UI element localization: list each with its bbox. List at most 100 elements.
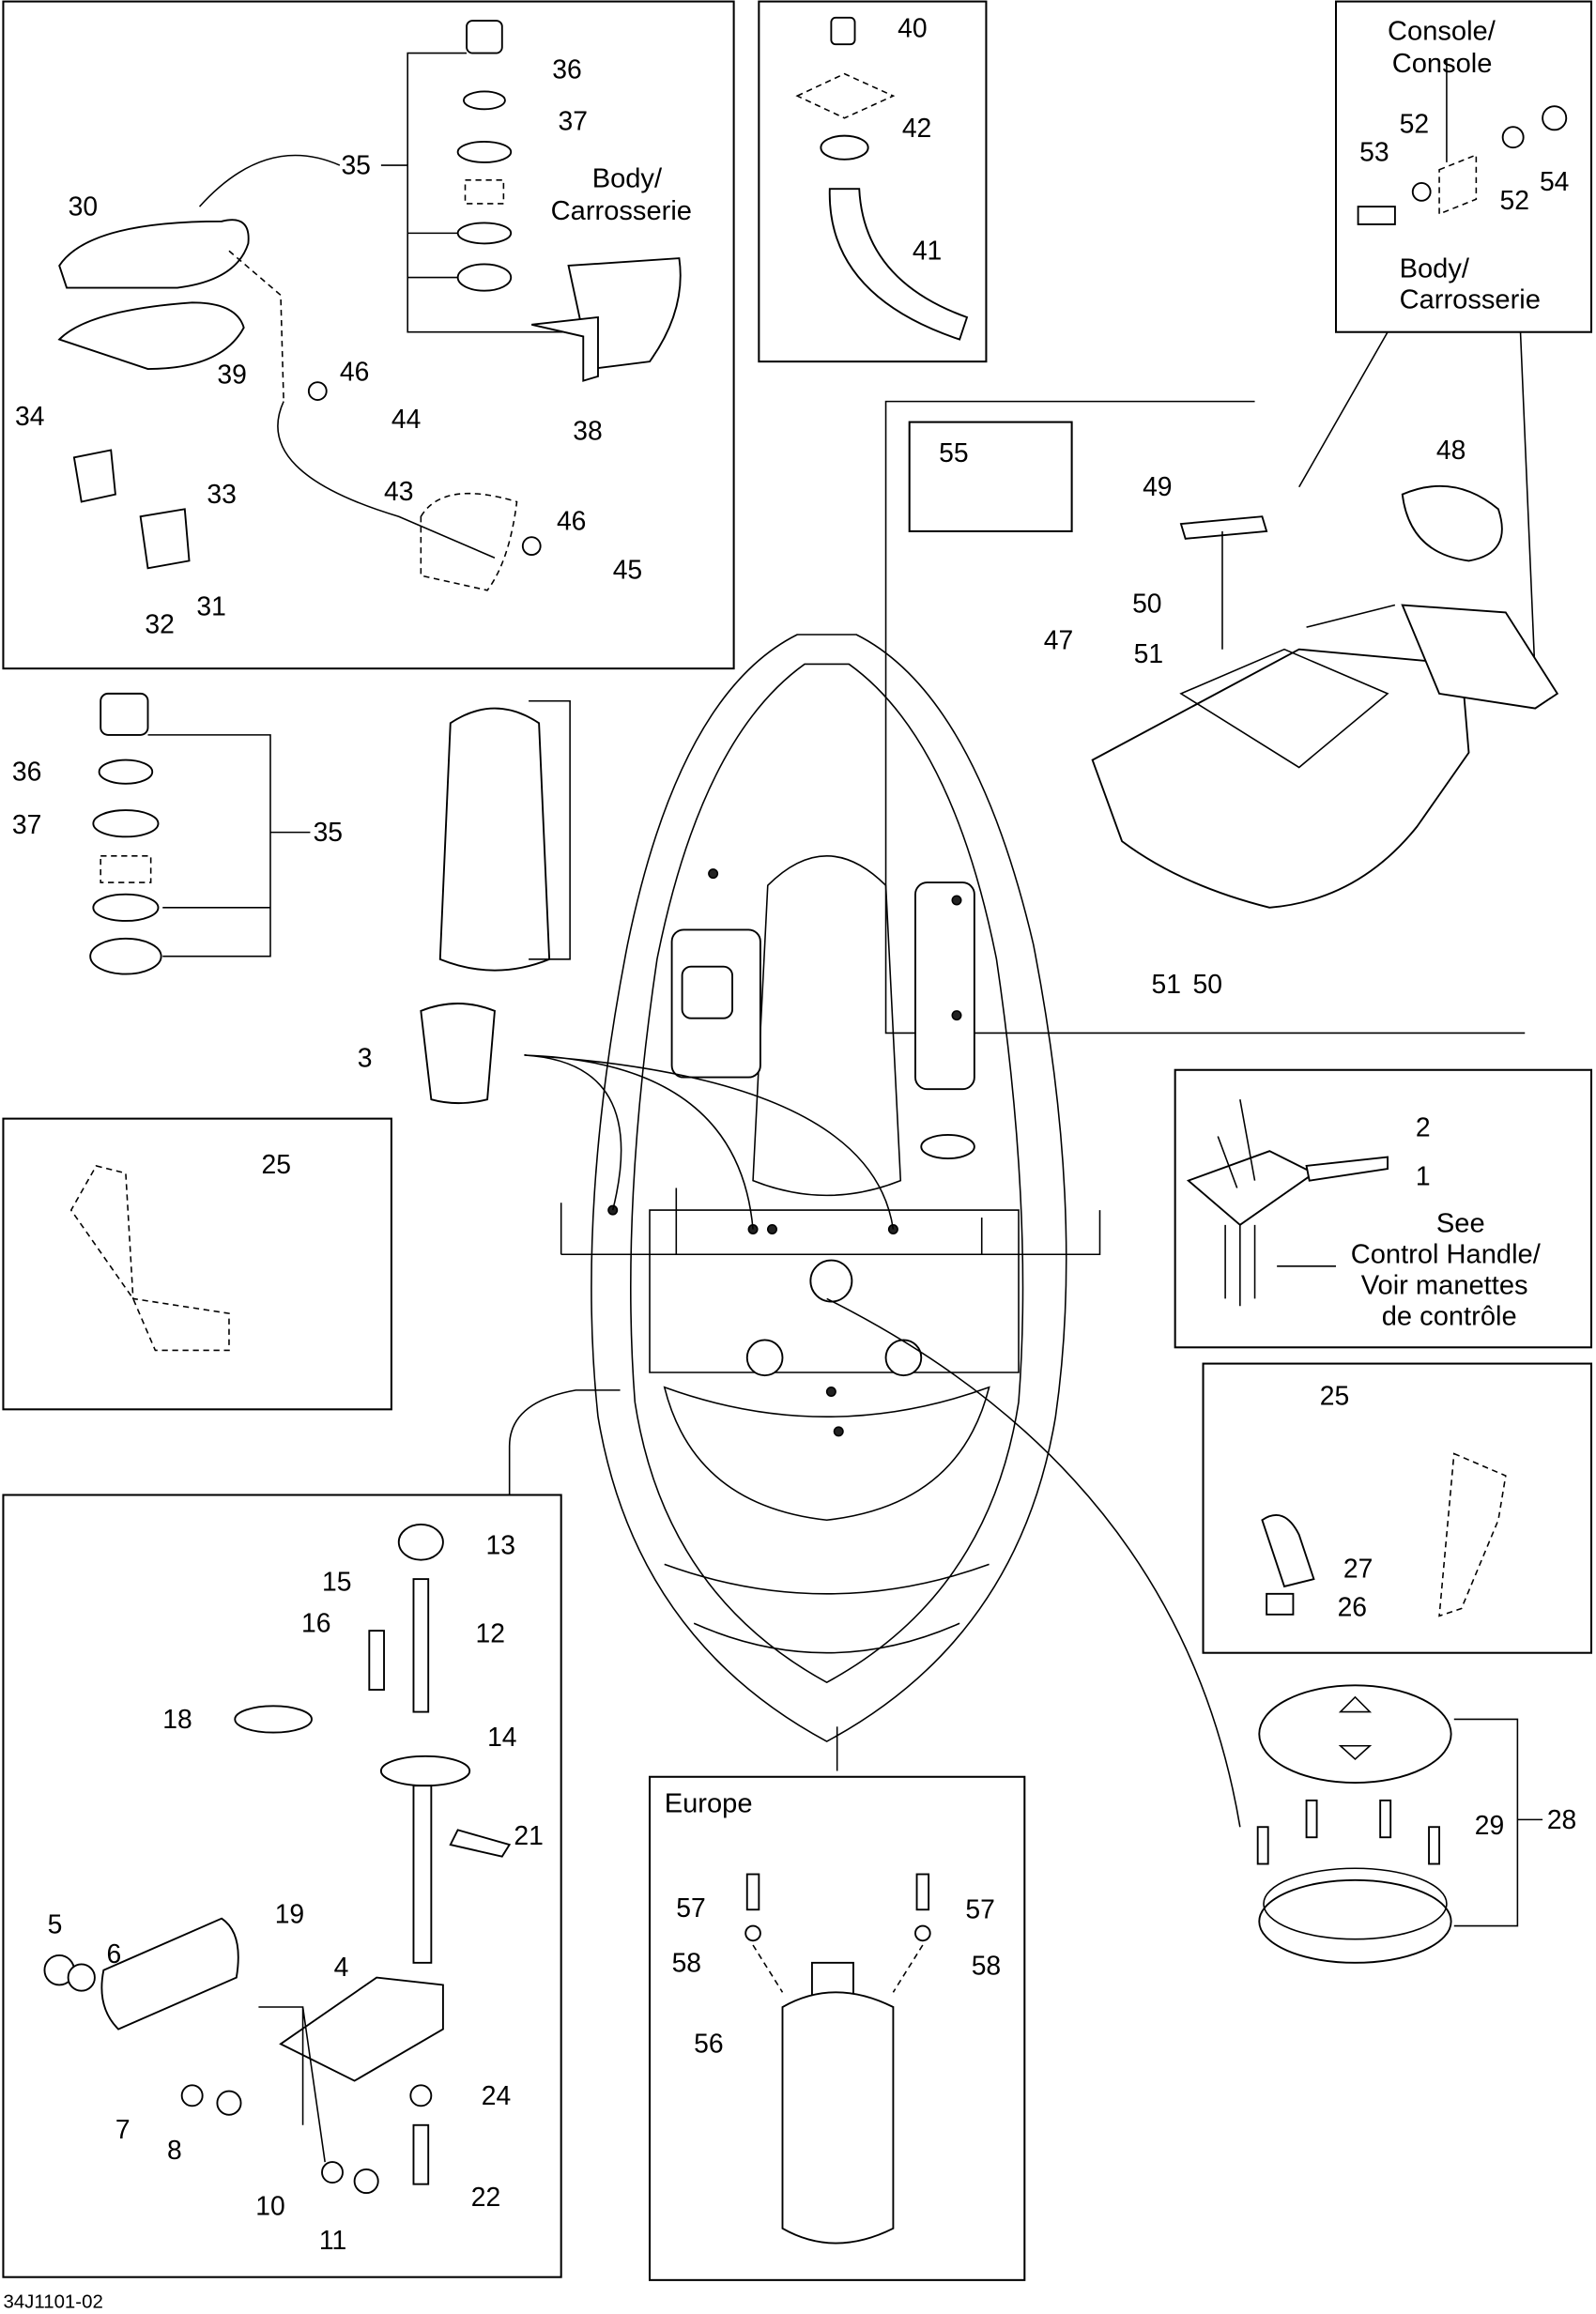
part-callout-number: 50 xyxy=(1132,588,1161,618)
part-callout-number: 3 xyxy=(358,1043,373,1073)
part-callout-number: 39 xyxy=(217,360,246,390)
left-bracket-box-frame xyxy=(2,1117,392,1411)
steering-box-frame xyxy=(2,1494,562,2278)
console-parts xyxy=(1298,58,1568,680)
diagram-text-label: Europe xyxy=(665,1788,753,1818)
part-callout-number: 34 xyxy=(15,401,44,431)
diagram-text-label: Control Handle/ xyxy=(1351,1240,1542,1270)
part-callout-number: 47 xyxy=(1044,625,1073,655)
part-callout-number: 36 xyxy=(12,757,41,787)
part-callout-number: 19 xyxy=(275,1898,304,1928)
part-callout-number: 43 xyxy=(384,476,413,506)
control-box-frame xyxy=(1174,1068,1593,1349)
part-callout-number: 38 xyxy=(573,415,602,445)
part-callout-number: 30 xyxy=(69,192,98,222)
part-callout-number: 57 xyxy=(965,1894,994,1924)
hose-box-frame xyxy=(758,0,988,363)
part-callout-number: 5 xyxy=(48,1908,63,1939)
part-callout-number: 46 xyxy=(340,357,369,387)
part-callout-number: 55 xyxy=(939,437,968,467)
part-callout-number: 52 xyxy=(1400,108,1429,138)
part55-box-frame xyxy=(908,421,1073,532)
part-callout-number: 54 xyxy=(1540,166,1569,196)
part-callout-number: 58 xyxy=(972,1950,1001,1980)
storage-parts xyxy=(89,692,571,1105)
part-callout-number: 29 xyxy=(1475,1810,1504,1840)
part-callout-number: 56 xyxy=(694,2029,723,2059)
diagram-text-label: Body/ xyxy=(1400,254,1470,284)
part-callout-number: 33 xyxy=(207,479,236,509)
part-callout-number: 57 xyxy=(676,1893,705,1923)
part-callout-number: 37 xyxy=(12,809,41,839)
europe-parts xyxy=(744,1726,931,2245)
part-callout-number: 51 xyxy=(1152,969,1181,999)
part-callout-number: 31 xyxy=(196,591,225,621)
part-callout-number: 24 xyxy=(482,2080,511,2110)
console-47-drawing xyxy=(1091,484,1559,909)
console-frame-lines xyxy=(884,400,1526,1034)
bracket-parts xyxy=(69,1165,1507,1617)
seat-box-frame xyxy=(2,0,735,670)
part-callout-number: 46 xyxy=(557,505,586,535)
part-callout-number: 53 xyxy=(1359,136,1389,166)
diagram-text-label: de contrôle xyxy=(1382,1302,1517,1332)
part-callout-number: 18 xyxy=(162,1704,192,1734)
part-callout-number: 12 xyxy=(476,1618,505,1648)
diagram-text-label: Carrosserie xyxy=(1400,285,1541,315)
diagram-text-label: Voir manettes xyxy=(1361,1271,1528,1301)
europe-box-frame xyxy=(648,1775,1026,2281)
right-bracket-box-frame xyxy=(1202,1362,1593,1654)
part-callout-number: 15 xyxy=(322,1567,351,1597)
part-callout-number: 58 xyxy=(672,1947,701,1977)
part-callout-number: 35 xyxy=(314,817,343,847)
part-callout-number: 11 xyxy=(319,2225,346,2255)
diagram-text-label: See xyxy=(1436,1209,1485,1239)
part-callout-number: 14 xyxy=(487,1722,516,1752)
seat-strap-39 xyxy=(57,301,245,370)
part-callout-number: 48 xyxy=(1436,435,1466,465)
part-callout-number: 4 xyxy=(334,1952,349,1982)
diagram-text-label: Body/ xyxy=(592,164,663,194)
part-callout-number: 52 xyxy=(1500,185,1529,215)
part-callout-number: 40 xyxy=(898,12,927,42)
part-callout-number: 13 xyxy=(486,1529,515,1559)
part-callout-number: 27 xyxy=(1343,1554,1373,1584)
part-callout-number: 2 xyxy=(1416,1111,1431,1142)
part-callout-number: 8 xyxy=(167,2135,182,2165)
steering-parts xyxy=(43,1389,621,2195)
figure-code: 34J1101-02 xyxy=(3,2292,102,2313)
part-callout-number: 16 xyxy=(301,1608,330,1638)
part-callout-number: 7 xyxy=(115,2114,130,2144)
part-callout-number: 51 xyxy=(1134,638,1163,668)
part-callout-number: 42 xyxy=(902,113,931,143)
part-callout-number: 37 xyxy=(559,105,588,135)
part-callout-number: 1 xyxy=(1416,1160,1431,1190)
diagram-text-label: Carrosserie xyxy=(551,196,692,226)
seat-part-30 xyxy=(58,219,250,289)
diagram-text-label: Console/ xyxy=(1388,16,1496,46)
part-callout-number: 44 xyxy=(391,404,421,434)
diagram-text-label: Console xyxy=(1392,49,1493,79)
part-callout-number: 41 xyxy=(913,236,942,266)
hull-drawing xyxy=(524,634,1101,1742)
part-callout-number: 45 xyxy=(613,554,642,584)
control-handle-drawing xyxy=(1186,1099,1389,1307)
part-callout-number: 28 xyxy=(1547,1804,1576,1834)
hatch-parts xyxy=(826,1297,1543,1964)
part-callout-number: 26 xyxy=(1338,1591,1367,1621)
part-callout-number: 50 xyxy=(1193,969,1222,999)
part-callout-number: 21 xyxy=(514,1820,543,1850)
part-callout-number: 10 xyxy=(255,2191,284,2221)
part-callout-number: 6 xyxy=(106,1939,121,1969)
part-callout-number: 32 xyxy=(145,608,174,638)
part-callout-number: 25 xyxy=(262,1149,291,1179)
part-callout-number: 22 xyxy=(471,2182,500,2212)
part-callout-number: 25 xyxy=(1320,1381,1349,1411)
console-box-frame xyxy=(1334,0,1593,333)
part-callout-number: 49 xyxy=(1143,471,1172,501)
seat-parts xyxy=(57,20,682,591)
